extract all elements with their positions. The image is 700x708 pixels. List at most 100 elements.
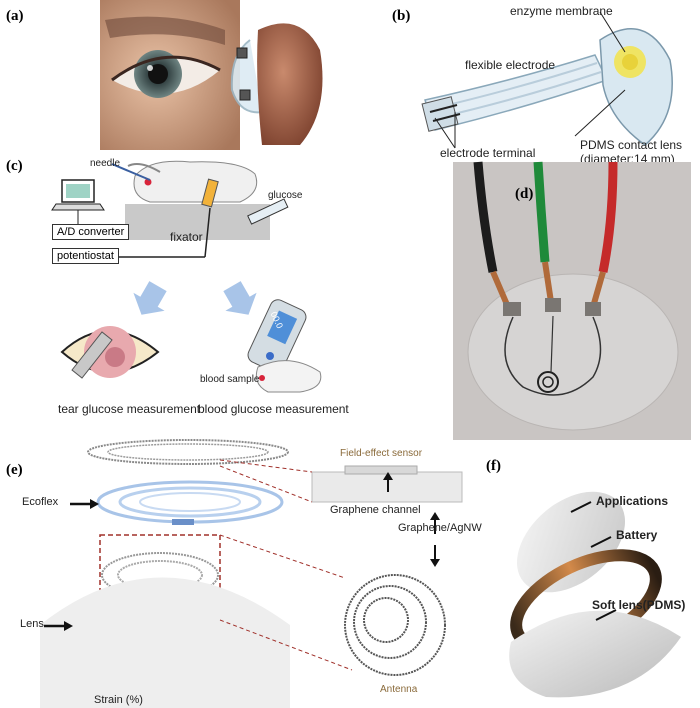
agnw-arrowhead-up: [430, 512, 440, 520]
red-wire: [598, 161, 618, 273]
battery-arrow: [590, 536, 612, 548]
eye-with-lens-illustration: [100, 0, 323, 150]
panel-a-label: (a): [6, 8, 24, 24]
flow-arrow-right: [223, 281, 257, 315]
panel-e-label: (e): [6, 462, 23, 478]
zoom-line-sensor-bottom: [219, 465, 313, 503]
panel-f-label: (f): [486, 458, 501, 474]
field-effect-sensor-label: Field-effect sensor: [340, 448, 423, 459]
electrode-terminal-block: [421, 96, 459, 132]
rabbit-ear: [127, 163, 161, 173]
lens-dome: [40, 577, 290, 708]
rabbit-body: [133, 160, 258, 203]
ecoflex-connector: [172, 519, 194, 525]
agnw-arrowhead-down: [430, 559, 440, 567]
blood-glucose-label: blood glucose measurement: [198, 402, 349, 416]
flow-arrow-left: [133, 281, 167, 315]
panel-b-label: (b): [392, 8, 411, 24]
panel-b: (b) enzyme membrane flexible electrode e…: [345, 0, 700, 175]
center-trace: [550, 315, 554, 373]
lens-chip-bottom: [239, 89, 251, 101]
copper-lead-1: [490, 270, 511, 309]
panel-d-label: (d): [515, 186, 534, 202]
battery-lens-exploded-view: [509, 491, 681, 698]
leader-lens: [574, 89, 626, 137]
copper-lead-2: [542, 261, 554, 303]
zoom-line-sensor-top: [219, 459, 313, 473]
glucose-label: glucose: [268, 190, 303, 201]
soft-lens-label: Soft lens(PDMS): [592, 598, 686, 612]
rabbit-small: [255, 360, 322, 393]
antenna-label: Antenna: [380, 684, 418, 695]
fingertip: [257, 23, 323, 146]
eyebrow: [105, 16, 225, 45]
ecoflex-ring-3: [139, 492, 241, 512]
pupil: [148, 64, 168, 84]
electrode-clip: [201, 178, 219, 208]
leader-terminal-1: [434, 117, 456, 149]
copper-lead-3: [590, 271, 606, 308]
applications-label: Applications: [596, 494, 669, 508]
electrode-trace-1: [434, 62, 598, 109]
leader-enzyme: [599, 11, 626, 53]
applications-arrow: [570, 501, 592, 513]
glucose-meter-screen: [267, 310, 298, 345]
fabricated-lens-photo: [467, 161, 679, 431]
glucose-syringe: [247, 198, 289, 225]
spiral-electrode: [537, 371, 559, 393]
sensor-layer-ring-outer: [87, 439, 289, 465]
terminal-line-1: [429, 104, 458, 113]
ecoflex-label: Ecoflex: [22, 496, 59, 508]
panel-e: (e) Field-effect sensor Ecoflex Graphene…: [0, 430, 500, 708]
antenna-coil-outer: [101, 552, 219, 598]
lens-label: Lens: [20, 618, 44, 630]
contact-pad-1: [503, 302, 521, 316]
antenna-spiral-3: [363, 597, 409, 643]
contact-pad-3: [585, 302, 601, 316]
green-wire: [533, 161, 550, 263]
flexible-electrode-label: flexible electrode: [465, 58, 556, 72]
contact-pad-2: [545, 298, 561, 312]
sensor-layer-ring-inner: [107, 443, 269, 461]
lens-arrowhead: [64, 621, 73, 631]
sensor-electrode-bar: [344, 465, 418, 475]
flexible-electrode-lens-diagram: [421, 11, 673, 149]
cable-to-clip: [204, 207, 211, 258]
enzyme-membrane-center: [622, 54, 638, 70]
zoom-line-antenna-top: [219, 534, 346, 579]
pdms-contact-lens-label: PDMS contact lens: [580, 138, 683, 152]
graphene-agnw-label: Graphene/AgNW: [398, 522, 482, 534]
fixator-label: fixator: [170, 230, 203, 244]
needle-line: [111, 163, 151, 181]
tear-glucose-label: tear glucose measurement: [58, 402, 201, 416]
strain-label: Strain (%): [94, 694, 143, 706]
upper-eyelid: [111, 55, 221, 82]
black-wire: [473, 161, 498, 273]
glucose-measurement-setup-diagram: [51, 160, 322, 393]
blood-sample-label: blood sample: [200, 374, 260, 385]
antenna-spiral-1: [344, 574, 446, 676]
ad-converter-box: A/D converter: [52, 224, 130, 240]
spiral-electrode-inner: [542, 376, 554, 388]
laptop-base: [51, 203, 105, 211]
battery-label: Battery: [616, 528, 658, 542]
pdms-contact-lens: [599, 28, 673, 146]
electrode-trace-2: [436, 71, 602, 119]
panel-c-label: (c): [6, 158, 23, 174]
ecoflex-arrowhead: [90, 499, 99, 509]
soft-lens-arrow: [595, 609, 617, 621]
panel-d: [453, 161, 691, 440]
zoom-line-antenna-bottom: [219, 619, 353, 671]
meter-button: [266, 352, 274, 360]
tear-sampling-probe: [71, 331, 113, 379]
eye-highlight: [147, 65, 153, 71]
applications-layer: [516, 491, 626, 593]
soft-lens-pdms: [509, 610, 681, 698]
lens-disc: [467, 273, 679, 431]
eye-closeup-pupil: [105, 347, 125, 367]
panel-c: (c) needle glucose A/D converter fixator…: [0, 152, 349, 422]
needle-label: needle: [90, 158, 121, 169]
antenna-spiral-2: [353, 585, 427, 659]
blood-drop: [259, 375, 265, 381]
electrode-terminal-label: electrode terminal: [440, 146, 536, 160]
